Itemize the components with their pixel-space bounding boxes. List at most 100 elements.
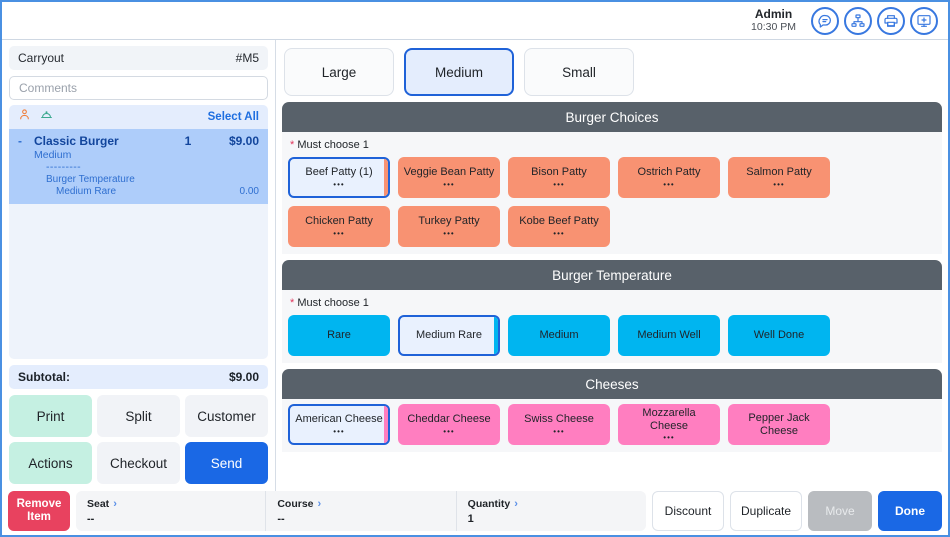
course-value: -- <box>277 512 285 525</box>
more-options-icon[interactable]: ••• <box>333 426 345 436</box>
quantity-field[interactable]: Quantity › 1 <box>457 491 646 531</box>
modifier-option-label: Veggie Bean Patty <box>403 166 495 179</box>
size-option-medium[interactable]: Medium <box>404 48 514 96</box>
modifier-option[interactable]: Medium Rare <box>398 315 500 356</box>
item-divider: --------- <box>46 161 82 173</box>
main-body: Carryout #M5 Comments <box>2 40 948 491</box>
modifier-option[interactable]: Pepper Jack Cheese <box>728 404 830 445</box>
modifier-option[interactable]: Salmon Patty••• <box>728 157 830 198</box>
modifier-option[interactable]: Medium <box>508 315 610 356</box>
checkout-button[interactable]: Checkout <box>97 442 180 484</box>
modifier-option[interactable]: Well Done <box>728 315 830 356</box>
course-field[interactable]: Course › -- <box>266 491 457 531</box>
customer-icon[interactable] <box>18 108 31 126</box>
modifier-option-label: Kobe Beef Patty <box>519 215 599 228</box>
printer-icon[interactable] <box>877 6 905 35</box>
quantity-value: 1 <box>467 512 474 525</box>
send-button[interactable]: Send <box>185 442 268 484</box>
course-label: Course <box>277 497 314 510</box>
print-button[interactable]: Print <box>9 395 92 437</box>
modifier-option[interactable]: Chicken Patty••• <box>288 206 390 247</box>
modifier-group-header: Burger Choices <box>282 102 942 132</box>
modifier-panel: Large Medium Small Burger Choices* Must … <box>276 40 948 491</box>
modifier-option[interactable]: Mozzarella Cheese••• <box>618 404 720 445</box>
modifier-option[interactable]: Rare <box>288 315 390 356</box>
item-name: Classic Burger <box>34 134 119 148</box>
modifier-option[interactable]: Veggie Bean Patty••• <box>398 157 500 198</box>
more-options-icon[interactable]: ••• <box>443 179 455 189</box>
more-options-icon[interactable]: ••• <box>663 433 675 443</box>
order-header[interactable]: Carryout #M5 <box>9 46 268 70</box>
item-price: $9.00 <box>228 134 259 148</box>
modifier-option[interactable]: Ostrich Patty••• <box>618 157 720 198</box>
more-options-icon[interactable]: ••• <box>333 228 345 238</box>
seat-value: -- <box>87 512 95 525</box>
more-options-icon[interactable]: ••• <box>443 228 455 238</box>
modifier-option[interactable]: American Cheese••• <box>288 404 390 445</box>
modifier-option-label: Pepper Jack Cheese <box>748 411 810 437</box>
modifier-group-header: Burger Temperature <box>282 260 942 290</box>
chat-icon[interactable] <box>811 6 839 35</box>
network-icon[interactable] <box>844 6 872 35</box>
more-options-icon[interactable]: ••• <box>773 179 785 189</box>
modifier-option[interactable]: Cheddar Cheese••• <box>398 404 500 445</box>
modifier-option-label: Salmon Patty <box>746 166 812 179</box>
chevron-right-icon: › <box>113 497 117 510</box>
discount-button[interactable]: Discount <box>652 491 724 531</box>
remove-item-button[interactable]: Remove Item <box>8 491 70 531</box>
modifier-option[interactable]: Kobe Beef Patty••• <box>508 206 610 247</box>
collapse-toggle-icon[interactable]: - <box>18 134 22 148</box>
split-button[interactable]: Split <box>97 395 180 437</box>
actions-button[interactable]: Actions <box>9 442 92 484</box>
required-asterisk-icon: * <box>290 297 295 309</box>
modifier-option-label: Turkey Patty <box>418 215 480 228</box>
modifier-group-body: American Cheese•••Cheddar Cheese•••Swiss… <box>282 399 942 452</box>
modifier-option[interactable]: Beef Patty (1)••• <box>288 157 390 198</box>
modifier-option-label: American Cheese <box>295 413 383 426</box>
order-items-list[interactable]: - Classic Burger 1 $9.00 Medium --------… <box>9 129 268 359</box>
modifier-option-label: Medium Well <box>637 329 701 342</box>
done-button[interactable]: Done <box>878 491 942 531</box>
item-modifier-name: Medium Rare <box>56 186 117 198</box>
modifier-option[interactable]: Turkey Patty••• <box>398 206 500 247</box>
more-options-icon[interactable]: ••• <box>333 179 345 189</box>
more-options-icon[interactable]: ••• <box>553 228 565 238</box>
modifier-group-header: Cheeses <box>282 369 942 399</box>
logged-in-user: Admin 10:30 PM <box>751 7 796 34</box>
more-options-icon[interactable]: ••• <box>553 426 565 436</box>
size-option-small[interactable]: Small <box>524 48 634 96</box>
more-options-icon[interactable]: ••• <box>553 179 565 189</box>
item-action-bar: Remove Item Seat › -- Course › -- Quanti… <box>2 491 948 535</box>
item-modifier-price: 0.00 <box>239 186 259 198</box>
item-modifier-row: Medium Rare 0.00 <box>18 186 259 197</box>
item-fields-group: Seat › -- Course › -- Quantity › 1 <box>76 491 646 531</box>
monitor-add-icon[interactable] <box>910 6 938 35</box>
order-toolbar: Select All <box>9 105 268 129</box>
more-options-icon[interactable]: ••• <box>663 179 675 189</box>
modifier-option[interactable]: Swiss Cheese••• <box>508 404 610 445</box>
modifier-option[interactable]: Bison Patty••• <box>508 157 610 198</box>
seat-field[interactable]: Seat › -- <box>76 491 267 531</box>
subtotal-row: Subtotal: $9.00 <box>9 365 268 389</box>
comments-input[interactable]: Comments <box>9 76 268 100</box>
customer-button[interactable]: Customer <box>185 395 268 437</box>
modifier-option[interactable]: Medium Well <box>618 315 720 356</box>
more-options-icon[interactable]: ••• <box>443 426 455 436</box>
order-number: #M5 <box>235 51 259 65</box>
item-size: Medium <box>34 149 72 161</box>
modifier-option-label: Bison Patty <box>531 166 587 179</box>
serve-cloche-icon[interactable] <box>40 108 53 126</box>
size-option-large[interactable]: Large <box>284 48 394 96</box>
modifier-option-label: Cheddar Cheese <box>407 413 491 426</box>
chevron-right-icon: › <box>514 497 518 510</box>
duplicate-button[interactable]: Duplicate <box>730 491 802 531</box>
order-item-row[interactable]: - Classic Burger 1 $9.00 Medium --------… <box>9 129 268 205</box>
modifier-option-label: Well Done <box>753 329 805 342</box>
order-type: Carryout <box>18 51 65 65</box>
select-all-button[interactable]: Select All <box>207 111 259 123</box>
order-action-pad: Print Split Customer Actions Checkout Se… <box>9 395 268 484</box>
